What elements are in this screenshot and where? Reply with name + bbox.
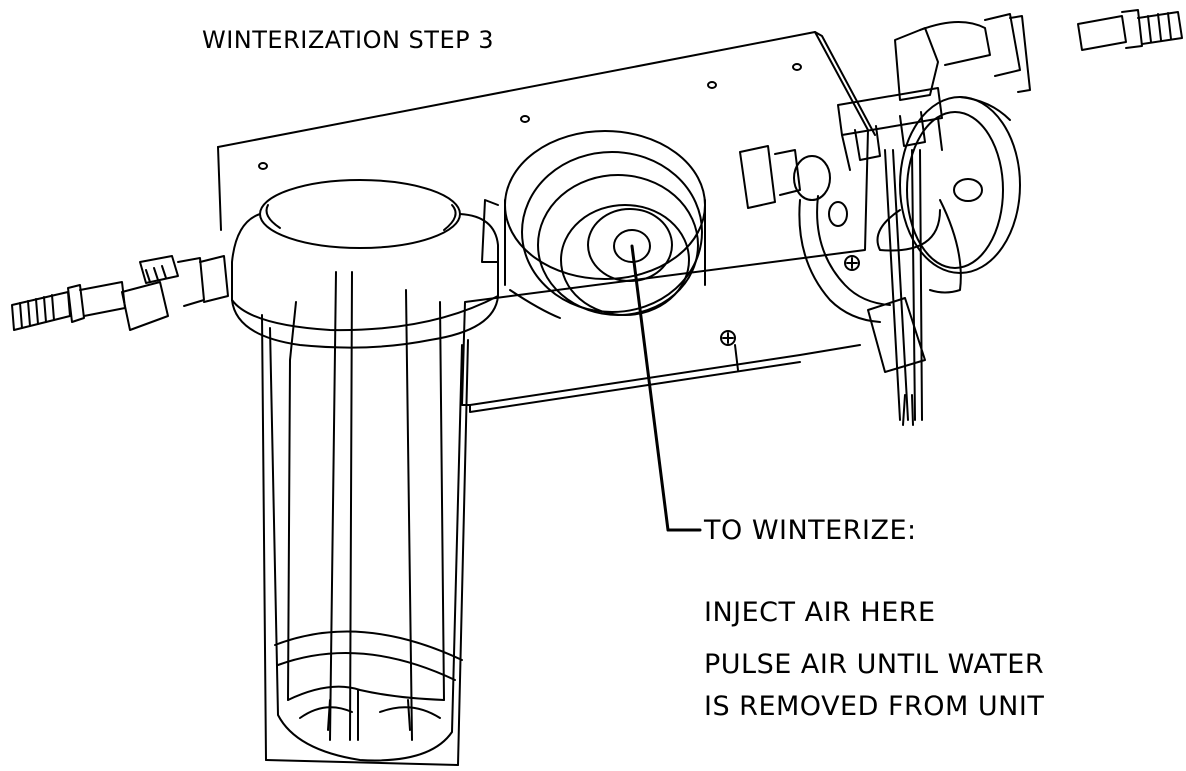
filter-housing-cap <box>232 180 498 348</box>
filter-head <box>505 131 705 318</box>
callout-heading: TO WINTERIZE: <box>704 515 917 546</box>
page-title: WINTERIZATION STEP 3 <box>202 26 494 54</box>
hose-barb-fitting-left <box>12 282 125 330</box>
filter-housing-bowl <box>262 272 468 765</box>
wire-connector <box>838 88 961 425</box>
hose-clamp-left <box>122 256 228 330</box>
hose-barb-fitting-right <box>1078 10 1182 50</box>
mounting-bracket <box>218 32 875 412</box>
callout-line-removed: IS REMOVED FROM UNIT <box>704 691 1045 722</box>
elbow-fitting-center <box>721 146 925 372</box>
callout-leader-line <box>632 246 700 530</box>
callout-line-pulse: PULSE AIR UNTIL WATER <box>704 649 1045 680</box>
elbow-fitting-top <box>895 14 1030 100</box>
callout-line-inject: INJECT AIR HERE <box>704 597 936 628</box>
